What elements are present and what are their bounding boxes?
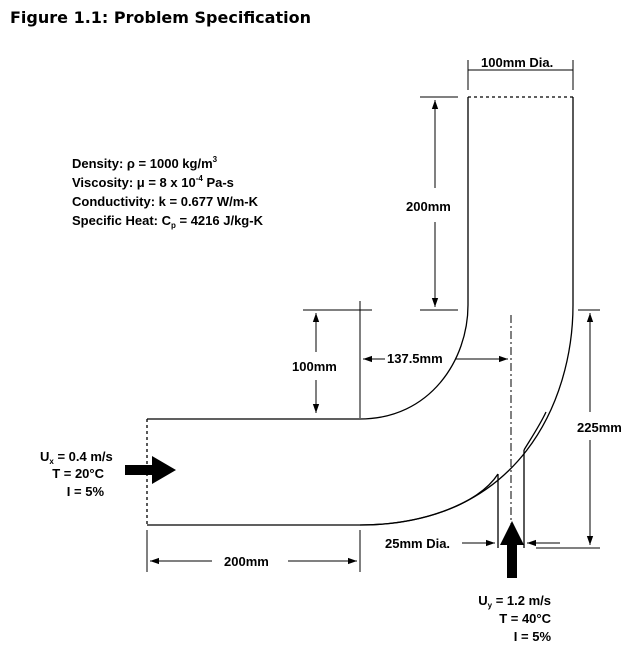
vertical-200-label: 200mm [406, 199, 451, 214]
density-label: Density: ρ = 1000 kg/m3 [72, 155, 218, 171]
vertical-200-dimension [420, 96, 458, 311]
specific-heat-label: Specific Heat: Cp = 4216 J/kg-K [72, 213, 264, 230]
height-225-label: 225mm [577, 420, 622, 435]
inlet-y-velocity: Uy = 1.2 m/s [478, 593, 551, 610]
outlet-dia-dimension [467, 60, 574, 90]
inlet-y-arrow [500, 521, 524, 578]
conductivity-label: Conductivity: k = 0.677 W/m-K [72, 194, 259, 209]
small-inlet-join-right [523, 411, 547, 451]
figure-title: Figure 1.1: Problem Specification [10, 8, 311, 27]
pipe-geometry [147, 97, 574, 548]
inlet-x-arrow [125, 456, 176, 484]
inlet-y-temperature: T = 40°C [499, 611, 551, 626]
horizontal-200-dimension [146, 530, 361, 572]
small-inlet-join-left [359, 473, 499, 526]
pipe-inner-wall [147, 97, 469, 420]
inlet-x-temperature: T = 20°C [52, 466, 104, 481]
inlet-y-intensity: I = 5% [514, 629, 552, 644]
viscosity-label: Viscosity: μ = 8 x 10-4 Pa-s [72, 174, 234, 190]
outlet-dia-label: 100mm Dia. [481, 55, 553, 70]
radius-100-label: 100mm [292, 359, 337, 374]
radius-100-dimension [303, 301, 372, 418]
offset-137-label: 137.5mm [387, 351, 443, 366]
inlet-x-intensity: I = 5% [67, 484, 105, 499]
height-225-dimension [536, 309, 600, 549]
small-inlet-dia-label: 25mm Dia. [385, 536, 450, 551]
inlet-x-velocity: Ux = 0.4 m/s [40, 449, 113, 466]
horizontal-200-label: 200mm [224, 554, 269, 569]
